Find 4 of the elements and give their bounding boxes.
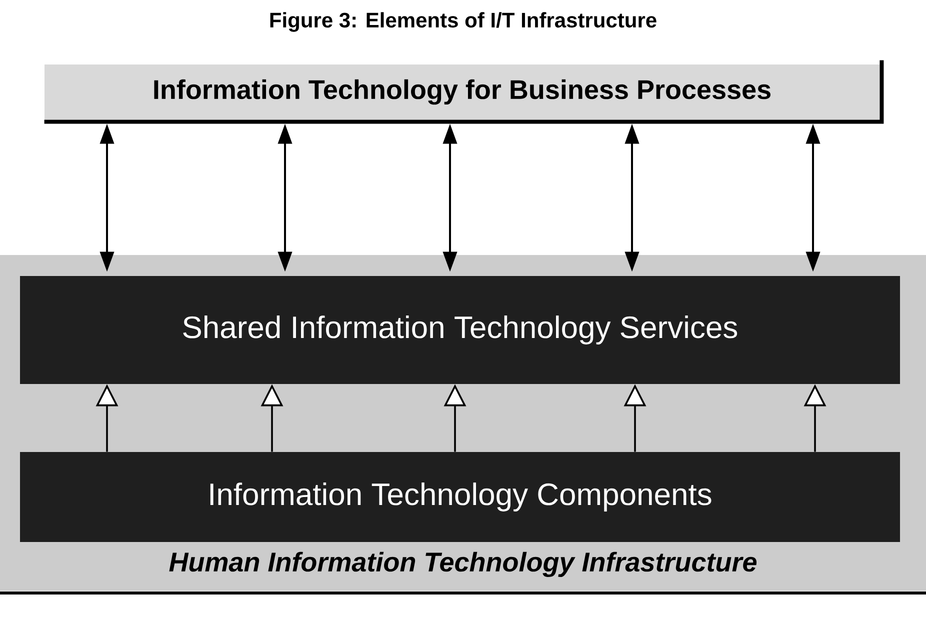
- layer-box: Information Technology Components: [20, 452, 900, 542]
- title: Figure 3: Elements of I/T Infrastructure: [270, 12, 656, 32]
- process-band: Information Technology for Business Processes: [44, 60, 884, 124]
- layer-box: Shared Information Technology Services: [20, 276, 900, 384]
